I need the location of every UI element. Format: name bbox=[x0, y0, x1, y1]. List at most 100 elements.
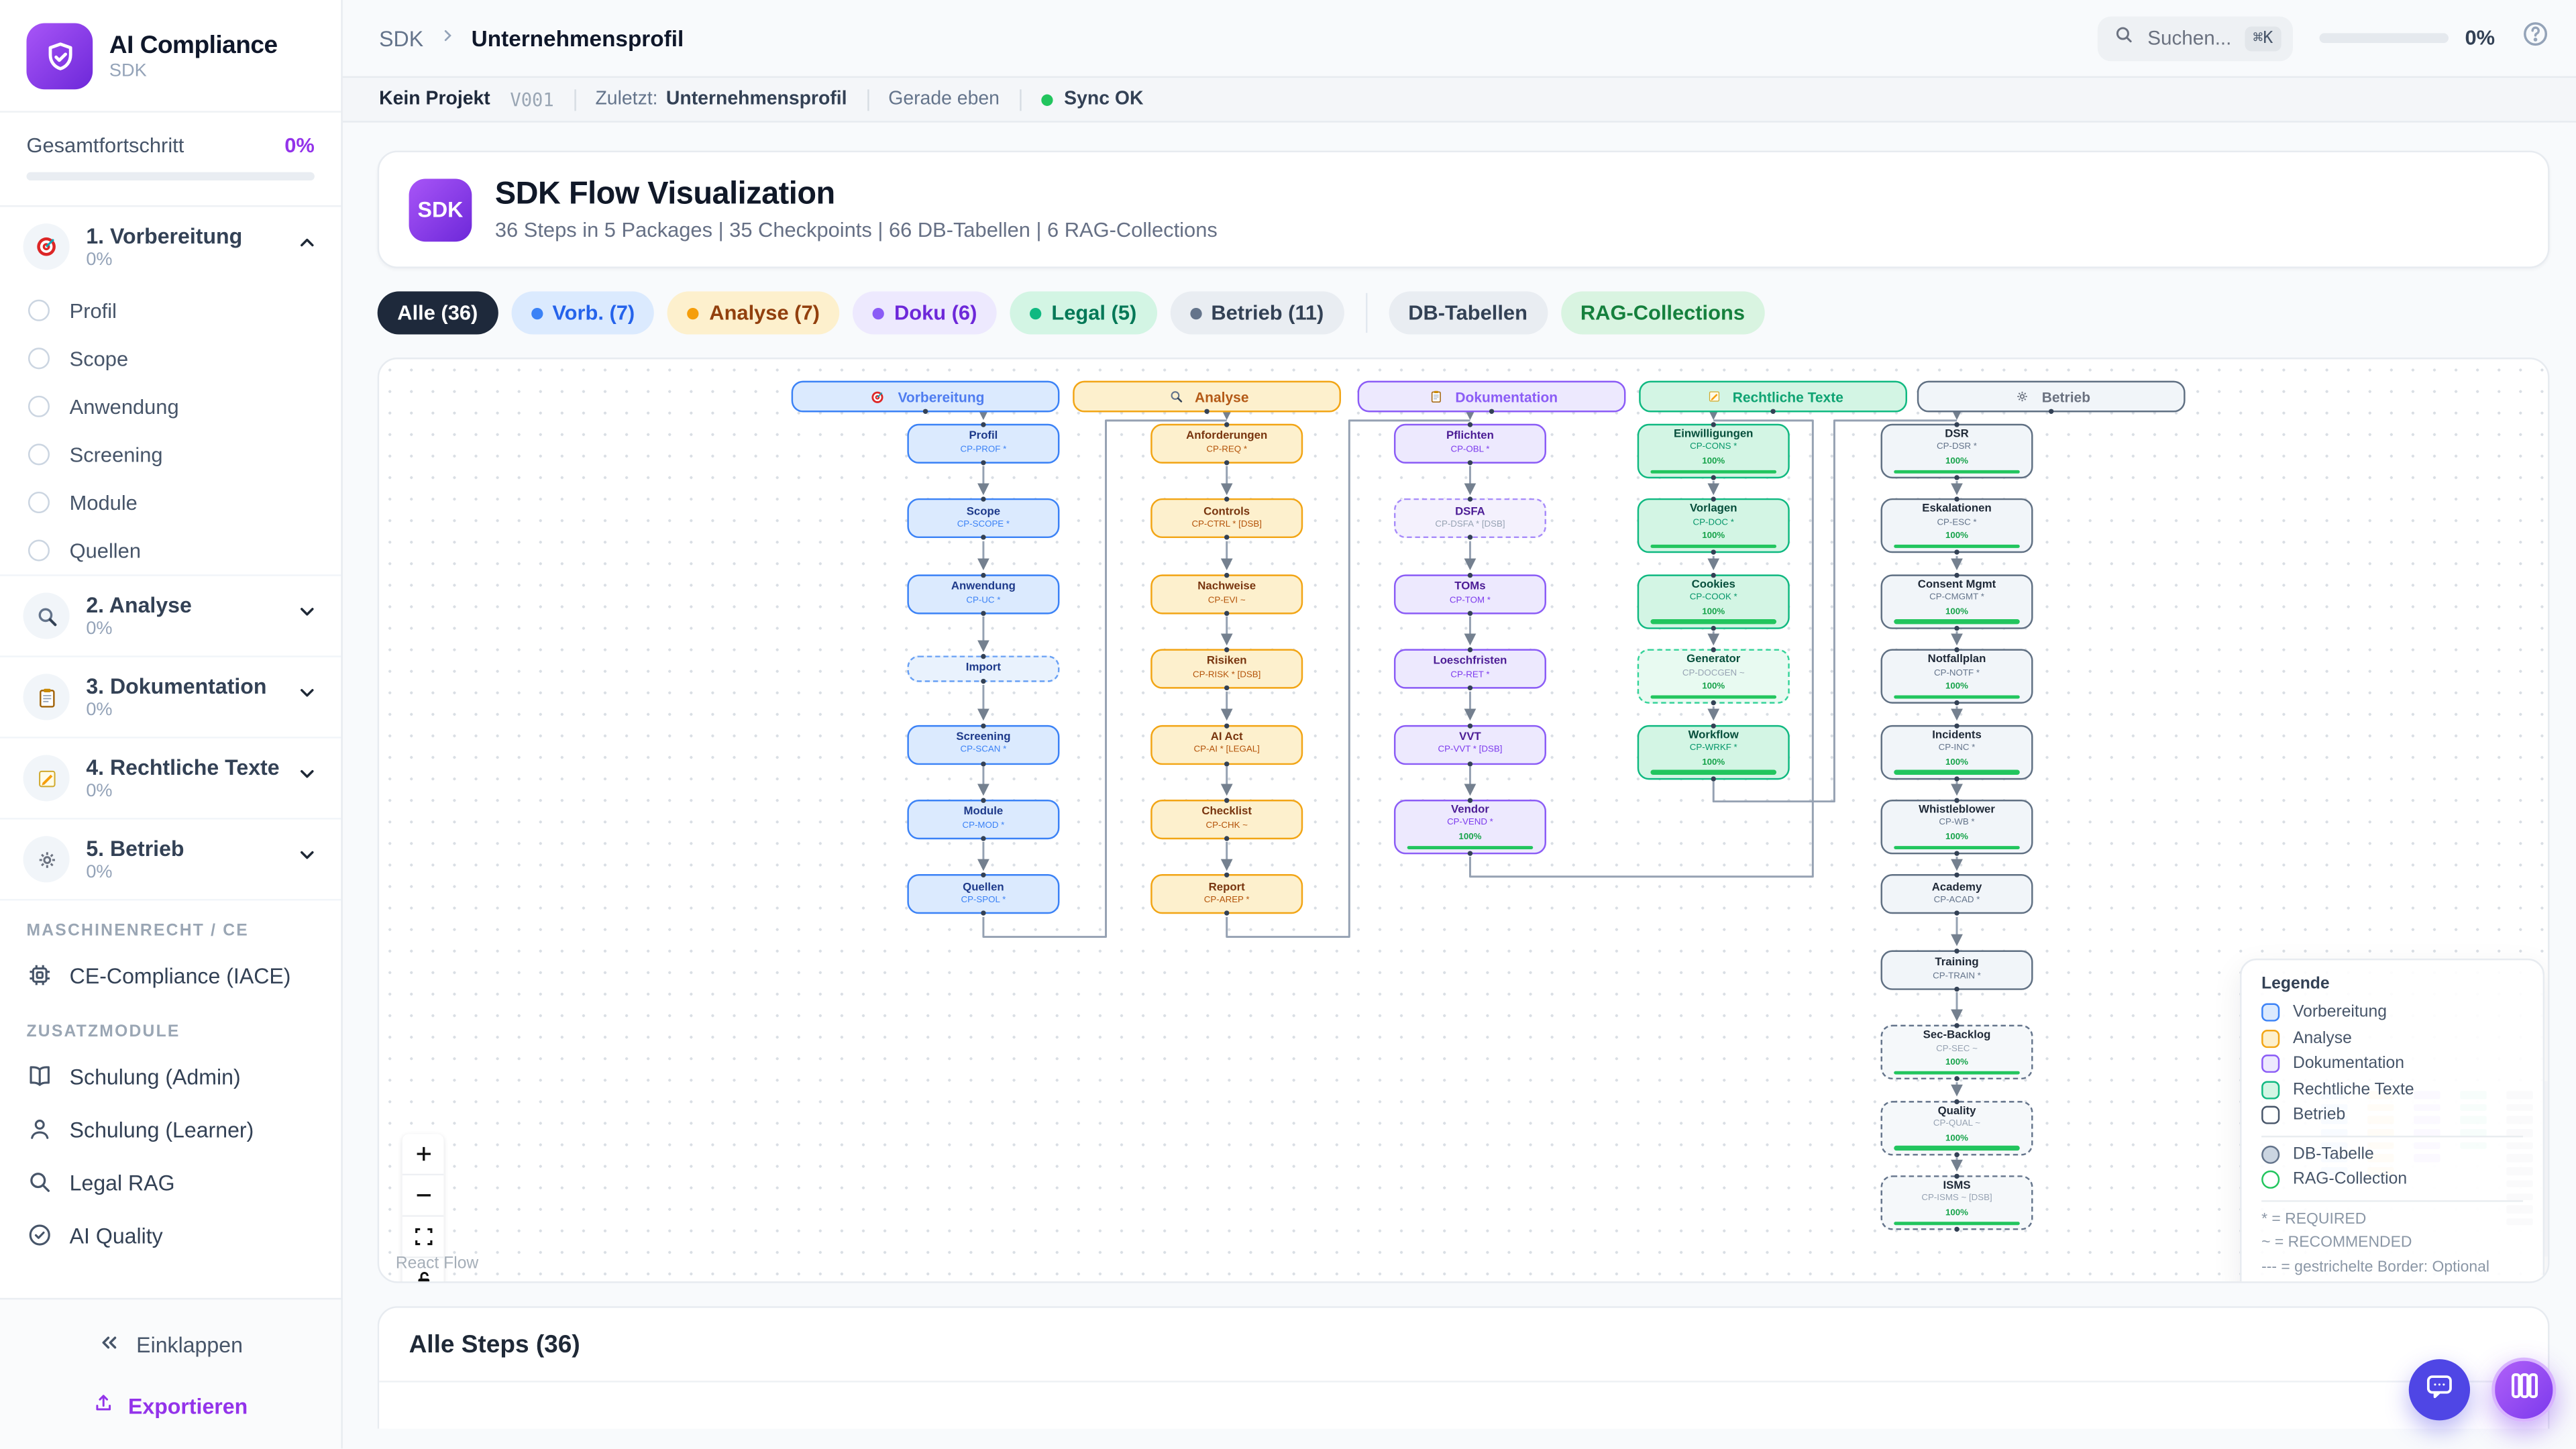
collapse-sidebar-button[interactable]: Einklappen bbox=[0, 1320, 341, 1372]
filter-pill-vorb-7-[interactable]: Vorb. (7) bbox=[511, 291, 655, 335]
filter-dot bbox=[688, 307, 700, 319]
flow-group-header-betrieb[interactable]: Betrieb bbox=[1917, 380, 2186, 413]
export-button[interactable]: Exportieren bbox=[0, 1380, 341, 1433]
filter-label: Analyse (7) bbox=[709, 301, 820, 325]
sidebar-item-module[interactable]: Module bbox=[0, 478, 341, 527]
chevron-down-icon[interactable] bbox=[297, 601, 318, 631]
node-code: CP-TRAIN * bbox=[1933, 971, 1981, 981]
shield-check-icon bbox=[26, 23, 93, 90]
sidebar-item-anwendung[interactable]: Anwendung bbox=[0, 382, 341, 431]
legend-row: Analyse bbox=[2261, 1028, 2523, 1047]
chevron-up-icon[interactable] bbox=[297, 232, 318, 262]
sidebar-footer: Einklappen Exportieren bbox=[0, 1298, 341, 1449]
filter-pill-rag-collections[interactable]: RAG-Collections bbox=[1560, 291, 1765, 335]
chevron-down-icon[interactable] bbox=[297, 763, 318, 793]
overall-progress-label: Gesamtfortschritt bbox=[26, 133, 184, 158]
node-progress-bar bbox=[1894, 1070, 2020, 1075]
step-label: Profil bbox=[69, 299, 117, 323]
flow-control-plus[interactable] bbox=[402, 1134, 444, 1176]
flow-node-import[interactable]: Import bbox=[907, 655, 1060, 683]
filter-pill-betrieb-11-[interactable]: Betrieb (11) bbox=[1169, 291, 1344, 335]
node-code: CP-WRKF * bbox=[1689, 743, 1737, 754]
step-status-circle bbox=[28, 539, 50, 561]
search-input[interactable]: Suchen... ⌘K bbox=[2098, 15, 2293, 61]
flow-control-fit-view[interactable] bbox=[402, 1216, 444, 1258]
breadcrumb-sdk[interactable]: SDK bbox=[379, 25, 424, 51]
node-code: CP-AREP * bbox=[1203, 896, 1250, 906]
chevron-down-icon[interactable] bbox=[297, 682, 318, 712]
sidebar-item-screening[interactable]: Screening bbox=[0, 431, 341, 479]
sidebar-item-scope[interactable]: Scope bbox=[0, 335, 341, 383]
sidebar-item-ce-compliance-iace-[interactable]: CE-Compliance (IACE) bbox=[0, 949, 341, 1002]
chevron-down-icon[interactable] bbox=[297, 845, 318, 874]
sidebar-item-legal-rag[interactable]: Legal RAG bbox=[0, 1156, 341, 1209]
sidebar-item-quellen[interactable]: Quellen bbox=[0, 527, 341, 575]
divider bbox=[0, 574, 341, 576]
board-view-button[interactable] bbox=[2491, 1357, 2557, 1422]
flow-control-minus[interactable] bbox=[402, 1175, 444, 1217]
flow-group-header-vorbereitung[interactable]: Vorbereitung bbox=[791, 380, 1060, 413]
sidebar-item-schulung-learner-[interactable]: Schulung (Learner) bbox=[0, 1103, 341, 1156]
node-code: CP-TOM * bbox=[1449, 595, 1491, 606]
flow-group-header-analyse[interactable]: Analyse bbox=[1073, 380, 1341, 413]
filter-pill-analyse-7-[interactable]: Analyse (7) bbox=[667, 291, 840, 335]
sidebar-item-profil[interactable]: Profil bbox=[0, 286, 341, 335]
legend-label: Dokumentation bbox=[2293, 1055, 2405, 1073]
filter-dot bbox=[1189, 307, 1201, 319]
help-icon[interactable] bbox=[2522, 20, 2550, 56]
flow-group-header-rechtliche-texte[interactable]: Rechtliche Texte bbox=[1639, 380, 1907, 413]
filter-pill-db-tabellen[interactable]: DB-Tabellen bbox=[1388, 291, 1548, 335]
filter-pill-legal-5-[interactable]: Legal (5) bbox=[1010, 291, 1157, 335]
filter-pill-alle-36-[interactable]: Alle (36) bbox=[377, 291, 498, 335]
node-title: Workflow bbox=[1688, 729, 1739, 741]
flow-control-lock[interactable] bbox=[402, 1258, 444, 1282]
chat-button[interactable] bbox=[2408, 1359, 2471, 1421]
flow-group-header-dokumentation[interactable]: Dokumentation bbox=[1357, 380, 1626, 413]
sidebar-item-ai-quality[interactable]: AI Quality bbox=[0, 1209, 341, 1262]
sidebar-item-schulung-admin-[interactable]: Schulung (Admin) bbox=[0, 1050, 341, 1103]
filter-pill-doku-6-[interactable]: Doku (6) bbox=[853, 291, 997, 335]
